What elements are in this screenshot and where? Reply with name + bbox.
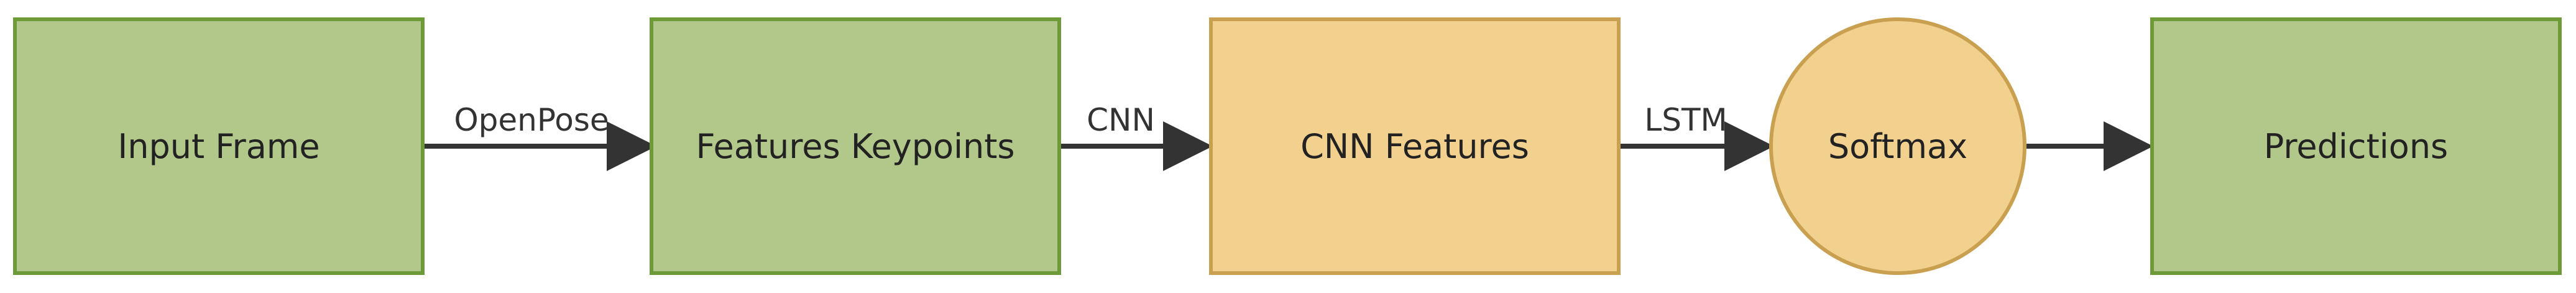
node-cnn-features-label: CNN Features [1300,127,1529,166]
node-softmax-label: Softmax [1828,127,1967,166]
node-predictions-box [2150,17,2562,275]
node-softmax: Softmax [1769,17,2026,275]
edge-label-lstm: LSTM [1644,102,1727,138]
node-cnn-features: CNN Features [1209,17,1621,275]
edge-label-cnn: CNN [1087,102,1155,138]
node-input-frame: Input Frame [13,17,425,275]
node-softmax-circle [1769,17,2026,275]
node-predictions-label: Predictions [2264,127,2448,166]
node-features-keypoints: Features Keypoints [650,17,1061,275]
node-input-frame-label: Input Frame [117,127,320,166]
node-features-keypoints-box [650,17,1061,275]
node-predictions: Predictions [2150,17,2562,275]
node-cnn-features-box [1209,17,1621,275]
node-input-frame-box [13,17,425,275]
edge-label-openpose: OpenPose [454,102,609,138]
node-features-keypoints-label: Features Keypoints [696,127,1014,166]
